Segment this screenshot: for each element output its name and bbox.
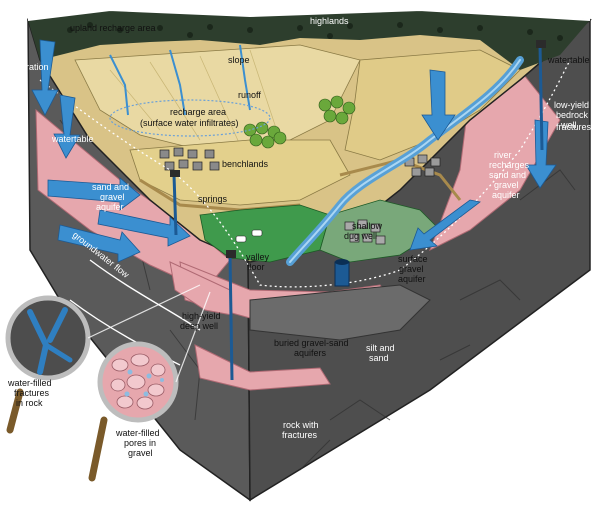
well-shallow-dug (334, 259, 350, 287)
well-high-yield (226, 250, 236, 381)
label-springs: springs (198, 194, 228, 204)
river-recharge-aquifer-right (429, 69, 561, 252)
label-highlands: highlands (310, 16, 349, 26)
label-surface-gravel-aquifer: surface gravel aquifer (398, 254, 430, 284)
label-recharge-area-1: recharge area (170, 107, 226, 117)
label-slope: slope (228, 55, 250, 65)
magnifier-connectors (87, 284, 211, 383)
highland-forest (28, 10, 590, 70)
label-buried-aquifers: buried gravel-sand aquifers (274, 338, 351, 358)
buried-aquifer-lower (194, 344, 331, 391)
label-runoff: runoff (238, 90, 261, 100)
field-furrows (109, 49, 281, 146)
label-low-yield-bedrock-well: low-yield bedrock well (554, 100, 592, 130)
magnifier-pores (88, 341, 179, 482)
ridge-line (27, 8, 591, 21)
magnifier-fractures (5, 295, 91, 434)
label-sand-gravel-aquifer: sand and gravel aquifer (92, 182, 132, 212)
label-watertable-right: watertable (547, 55, 590, 65)
label-high-yield-deep-well: high-yield deep well (180, 311, 223, 331)
tree-texture (67, 22, 563, 41)
orchard-clumps (243, 95, 356, 149)
label-fractures-right: fractures (556, 122, 592, 132)
label-river-recharges: river recharges sand and gravel aquifer (489, 150, 532, 200)
valley-houses (344, 219, 386, 245)
buried-aquifer-left (169, 261, 233, 316)
label-silt-and-sand: silt and sand (366, 343, 397, 363)
label-valley-floor: valley floor (246, 252, 272, 272)
silt-layer (249, 284, 431, 341)
recharge-area-outline (109, 99, 271, 137)
label-watertable-left: watertable (51, 134, 94, 144)
slope-streams (109, 44, 251, 116)
right-houses (404, 154, 441, 177)
label-recharge-area-2: (surface water infiltrates) (140, 118, 239, 128)
cows (235, 229, 263, 243)
well-low-yield-bedrock (536, 40, 546, 151)
label-water-filled-fractures: water-filled fractures in rock (7, 378, 54, 408)
groundwater-flow-arrows (31, 39, 557, 263)
label-upland-recharge-area: upland recharge area (70, 23, 156, 33)
label-shallow-dug-well: shallow dug well (344, 221, 385, 241)
label-benchlands: benchlands (222, 159, 269, 169)
well-left (170, 170, 180, 236)
label-rock-with-fractures: rock with fractures (282, 420, 321, 440)
label-infiltration: infiltration (10, 62, 49, 72)
river-highlight (289, 59, 521, 263)
label-water-filled-pores: water-filled pores in gravel (115, 428, 162, 458)
cliff-edge-right (339, 158, 462, 201)
benchland-houses (159, 147, 220, 171)
